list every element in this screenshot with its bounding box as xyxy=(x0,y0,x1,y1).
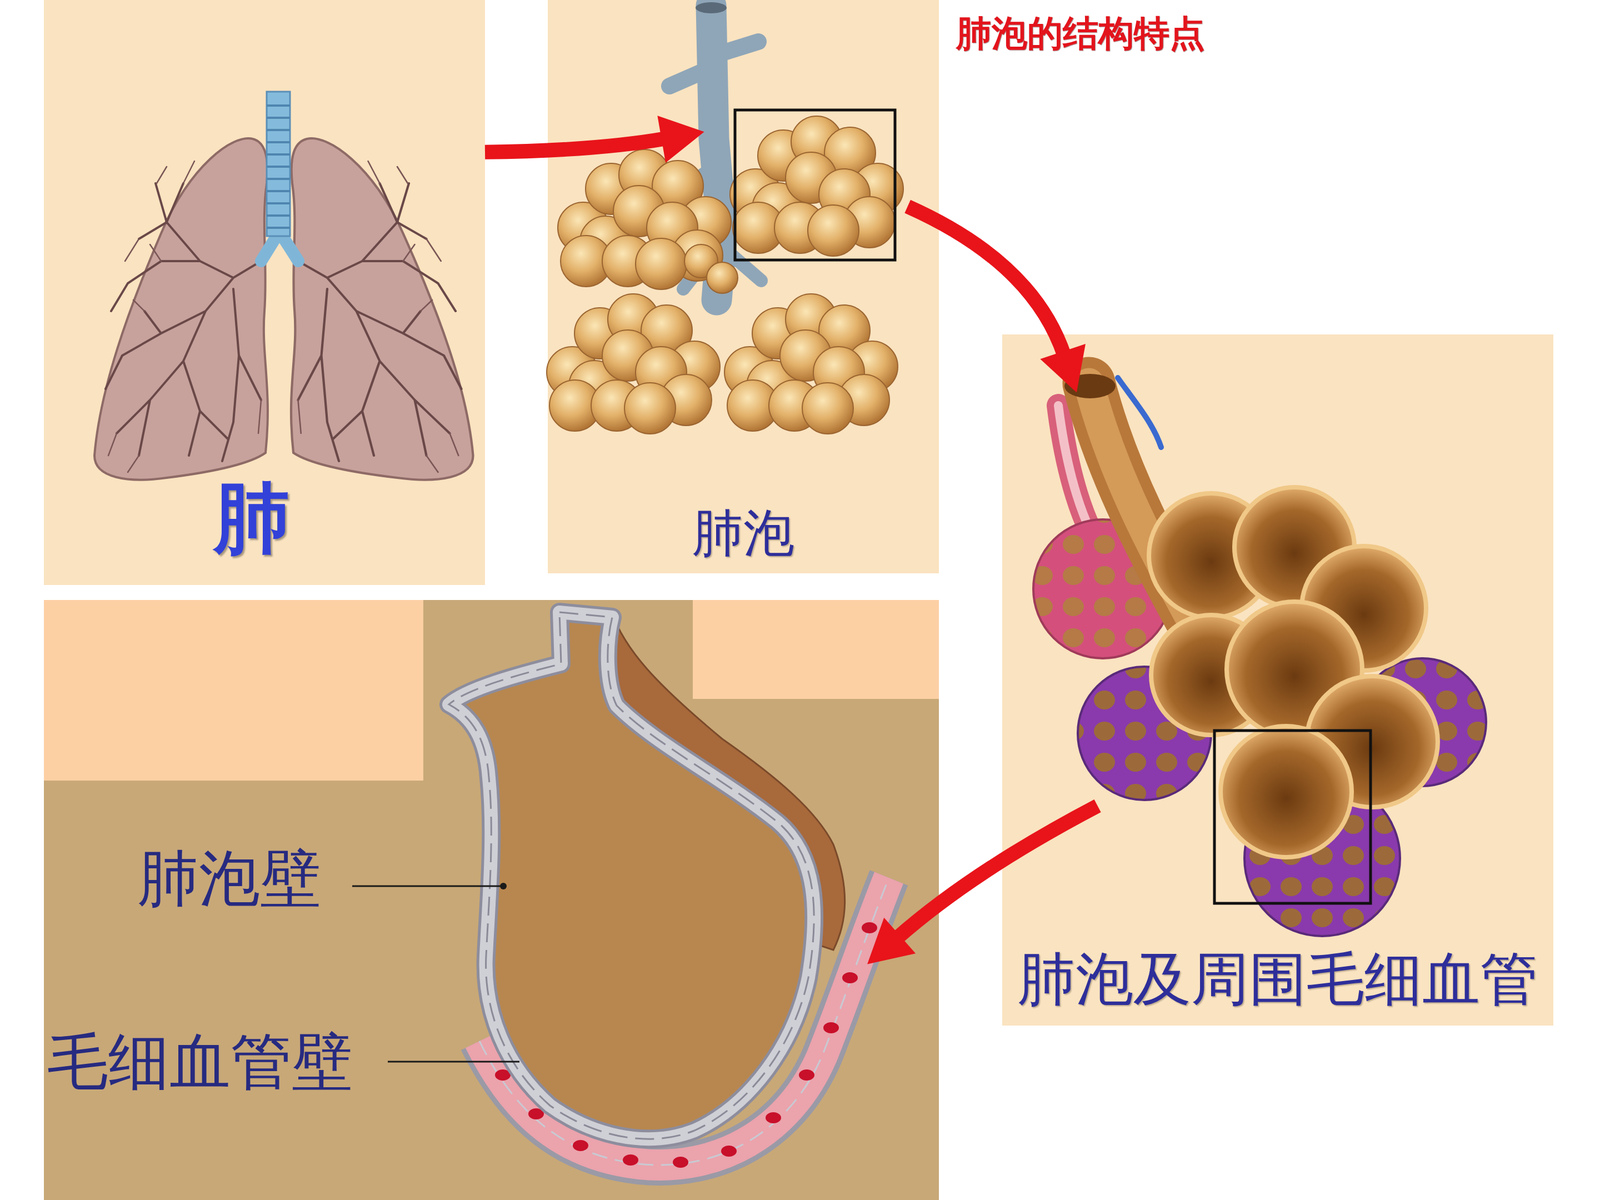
alveolus-panel-ground xyxy=(546,293,720,434)
panel-label: 毛细血管壁 xyxy=(47,1025,353,1099)
alveolus-panel: 肺泡 xyxy=(547,0,939,574)
alveolus-panel-ground xyxy=(546,0,939,574)
section-panel-ground xyxy=(692,600,939,699)
alveolus-panel-ground xyxy=(557,149,732,290)
section-panel-ground xyxy=(842,972,858,984)
alveolus-panel-ground xyxy=(706,262,738,294)
flow-arrowhead xyxy=(657,115,704,163)
alveolus-panel-ground xyxy=(724,293,898,434)
title: 肺泡的结构特点 xyxy=(956,12,1205,55)
section-panel-ground xyxy=(798,1069,815,1081)
section-panel-ground xyxy=(43,600,424,781)
panel-label: 肺泡及周围毛细血管 xyxy=(1017,944,1538,1014)
alveolus-panel-ground xyxy=(547,0,939,574)
alveolus-panel-ground xyxy=(695,2,727,14)
panel-label: 肺 xyxy=(213,471,291,564)
section-panel-ground xyxy=(823,1022,839,1034)
section-panel-ground xyxy=(352,885,504,888)
lung-panel-ground xyxy=(266,105,290,228)
capillary-panel: 肺泡及周围毛细血管 xyxy=(1002,334,1554,1026)
capillary-panel-ground xyxy=(1214,730,1371,904)
flow-arrow xyxy=(896,805,1098,939)
lung-panel: 肺 xyxy=(43,0,485,585)
capillary-panel-ground xyxy=(1002,334,1554,1026)
flow-arrowhead xyxy=(867,917,916,965)
section-panel-ground xyxy=(500,882,507,890)
lung-panel-ground xyxy=(94,138,268,480)
section-panel-ground xyxy=(622,1154,639,1166)
lung-panel-ground xyxy=(291,138,474,480)
section-panel-ground xyxy=(43,600,939,1200)
section-panel-ground xyxy=(448,612,814,1139)
flow-arrowhead xyxy=(1040,343,1086,393)
alveolus-panel-ground xyxy=(730,116,904,257)
lung-panel-ground xyxy=(291,138,474,480)
section-panel-ground xyxy=(387,1061,520,1063)
section-panel: 肺泡壁毛细血管壁 xyxy=(43,600,939,1200)
section-panel-ground xyxy=(765,1112,782,1124)
section-panel-ground xyxy=(721,1145,737,1157)
panel-label: 肺泡壁 xyxy=(137,841,322,915)
lung-panel-ground xyxy=(43,0,485,585)
section-panel-ground xyxy=(572,1140,589,1152)
capillary-panel-ground xyxy=(1002,334,1554,1026)
alveolus-panel-ground xyxy=(735,110,895,260)
lung-panel-ground xyxy=(266,91,290,237)
capillary-panel-ground xyxy=(1117,377,1162,448)
section-panel-ground xyxy=(43,600,939,1200)
flow-arrow xyxy=(485,138,666,152)
lung-panel-ground xyxy=(43,0,485,585)
lung-panel-ground xyxy=(261,233,299,262)
panel-label: 肺泡 xyxy=(692,502,795,564)
flow-arrow xyxy=(907,206,1065,356)
section-panel-ground xyxy=(861,922,878,934)
section-panel-ground xyxy=(448,612,814,1139)
section-panel-ground xyxy=(448,612,814,1139)
capillary-panel-ground xyxy=(1220,726,1352,858)
section-panel-ground xyxy=(672,1156,689,1168)
